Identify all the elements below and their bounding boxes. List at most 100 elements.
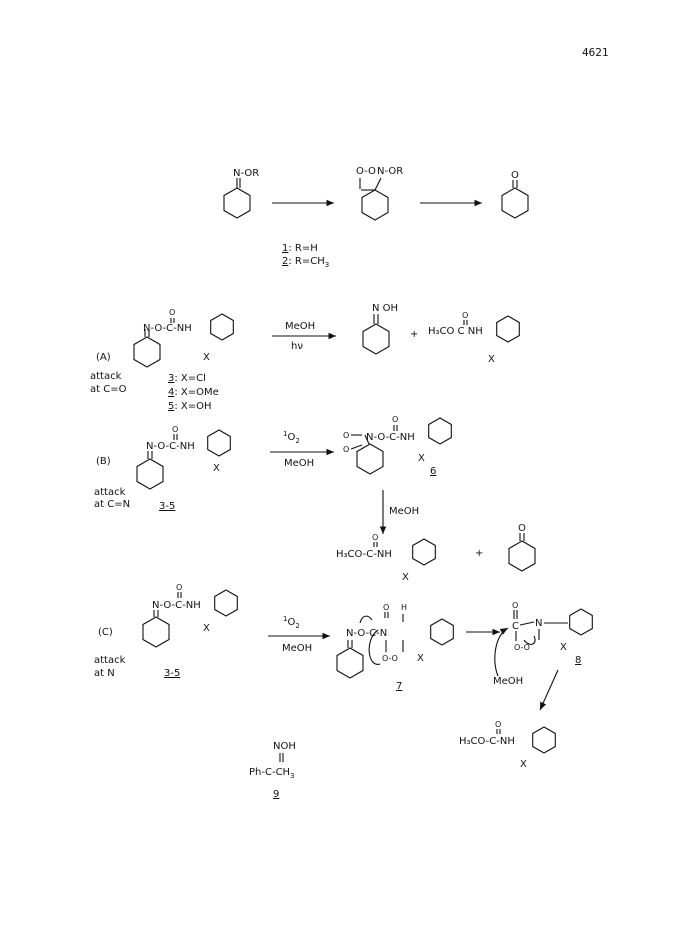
svg-text:3: X=Cl: 3: X=Cl — [168, 373, 206, 384]
pathC-down-arrow — [539, 669, 559, 711]
pathB-desc1: attack — [94, 487, 126, 498]
pathC-cyclic-n: N — [535, 618, 542, 629]
pathA-product-oxime: N OH — [362, 303, 398, 355]
compound-9-subscript: 3 — [290, 772, 294, 780]
pathB-ring-o2: O — [343, 445, 349, 454]
compound-1-number: 1 — [282, 243, 288, 254]
pathC-intermediate-7: N-O-C-N O H O-O X 7 — [336, 603, 454, 692]
pathC-desc1: attack — [94, 655, 126, 666]
pathC-intermediate-h: H — [401, 603, 407, 612]
pathC-carbamate-o: O — [495, 720, 501, 729]
pathC-arrow: 1O2 MeOH — [268, 615, 330, 654]
pathB-ring-o1: O — [343, 431, 349, 440]
svg-text:1O2: 1O2 — [283, 430, 300, 445]
pathC-meoh: MeOH — [493, 676, 523, 687]
page-number: 4621 — [582, 46, 609, 59]
pathC-cyclic-8: C O N O-O X 8 — [512, 601, 593, 666]
pathC-carbamate-fragment: H₃CO-C-NH — [459, 736, 515, 747]
pathB-reactant-fragment: N-O-C-NH — [146, 441, 195, 452]
pathA-oxime-substituent: N OH — [372, 303, 398, 314]
pathA-labels: (A) attack at C=O 3: X=Cl 4: X=OMe 5: X=… — [90, 352, 219, 412]
svg-text:1: R=H: 1: R=H — [282, 243, 318, 254]
pathB-down-reagent: MeOH — [389, 506, 419, 517]
scheme1-reactant: N-OR — [223, 168, 259, 219]
pathA-arrow: MeOH hν — [272, 321, 336, 352]
pathA-plus: + — [410, 329, 418, 340]
pathC-reagent-sup: 1 — [283, 615, 287, 623]
pathC-product-carbamate: H₃CO-C-NH O X — [459, 720, 556, 770]
compound-2-number: 2 — [282, 256, 288, 267]
pathB-carbamate-x: X — [402, 572, 409, 583]
pathB-intermediate-o: O — [392, 415, 398, 424]
compound-5-text: : X=OH — [174, 401, 211, 412]
pathC-reactant: N-O-C-NH O X — [142, 583, 238, 648]
compound-9-noh: NOH — [273, 741, 296, 752]
dioxetane-oo: O-O — [356, 166, 376, 177]
compound-8-number: 8 — [575, 655, 581, 666]
pathA-tag: (A) — [96, 352, 111, 363]
scheme1-product: O — [501, 170, 529, 219]
pathA-carbonyl-o: O — [169, 308, 175, 317]
pathB-carbonyl-o: O — [172, 425, 178, 434]
svg-text:4: X=OMe: 4: X=OMe — [168, 387, 219, 398]
intermediate-substituent: N-OR — [377, 166, 403, 177]
compound-2-text: : R=CH — [288, 256, 324, 267]
pathB-intermediate-fragment: N-O-C-NH — [366, 432, 415, 443]
pathA-carbamate-x: X — [488, 354, 495, 365]
pathA-desc1: attack — [90, 371, 122, 382]
pathC-reagent-sub: 2 — [295, 622, 299, 630]
pathC-carbonyl-o: O — [176, 583, 182, 592]
pathB-ketone-o: O — [518, 523, 526, 534]
pathA-reactant: N-O-C-NH O X — [133, 308, 234, 368]
pathC-labels: (C) attack at N 3-5 — [94, 627, 180, 679]
pathB-reagent-o: O — [287, 432, 295, 443]
svg-text:2: R=CH3: 2: R=CH3 — [282, 256, 329, 269]
scheme1-intermediate: O-O N-OR — [356, 166, 403, 221]
pathC-compound-range: 3-5 — [164, 668, 180, 679]
pathB-plus: + — [475, 548, 483, 559]
pathC-meoh-attack: MeOH — [493, 627, 523, 687]
compound-3-number: 3 — [168, 373, 174, 384]
pathB-x: X — [213, 463, 220, 474]
pathB-product-carbamate: H₃CO-C-NH O X — [336, 533, 436, 583]
pathB-reagent-sup: 1 — [283, 430, 287, 438]
pathB-down-arrow: MeOH — [379, 490, 419, 534]
pathC-reagent-o: O — [287, 617, 295, 628]
compound-2-subscript: 3 — [325, 261, 329, 269]
pathB-intermediate-x: X — [418, 453, 425, 464]
pathC-tag: (C) — [98, 627, 113, 638]
pathC-cyclic-x: X — [560, 642, 567, 653]
pathA-desc2: at C=O — [90, 384, 127, 395]
pathC-intermediate-fragment: N-O-C-N — [346, 628, 387, 639]
compound-9-number: 9 — [273, 789, 279, 800]
pathA-carbamate-fragment: H₃CO C NH — [428, 326, 483, 337]
pathA-product-carbamate: H₃CO C NH O X — [428, 311, 520, 365]
pathB-carbamate-o: O — [372, 533, 378, 542]
svg-text:5: X=OH: 5: X=OH — [168, 401, 212, 412]
reactant-substituent: N-OR — [233, 168, 259, 179]
pathB-reagent-sub: 2 — [295, 437, 299, 445]
pathB-labels: (B) attack at C=N 3-5 — [94, 456, 175, 512]
pathB-product-ketone: O — [508, 523, 536, 572]
compound-9-formula: Ph-C-CH — [249, 767, 290, 778]
pathB-tag: (B) — [96, 456, 111, 467]
compound-4-number: 4 — [168, 387, 174, 398]
pathC-cyclic-o: O — [512, 601, 518, 610]
pathB-reagent-bottom: MeOH — [284, 458, 314, 469]
pathB-compound-range: 3-5 — [159, 501, 175, 512]
pathC-intermediate-o: O — [383, 603, 389, 612]
pathC-reactant-fragment: N-O-C-NH — [152, 600, 201, 611]
pathC-cyclic-c: C — [512, 621, 519, 632]
pathA-reactant-fragment: N-O-C-NH — [143, 323, 192, 334]
ketone-oxygen: O — [511, 170, 519, 181]
pathB-desc2: at C=N — [94, 499, 130, 510]
pathC-x: X — [203, 623, 210, 634]
compound-3-text: : X=Cl — [174, 373, 206, 384]
svg-text:1O2: 1O2 — [283, 615, 300, 630]
pathC-carbamate-x: X — [520, 759, 527, 770]
compound-6-number: 6 — [430, 466, 436, 477]
pathC-reagent-bottom: MeOH — [282, 643, 312, 654]
svg-text:Ph-C-CH3: Ph-C-CH3 — [249, 767, 295, 780]
compound-5-number: 5 — [168, 401, 174, 412]
